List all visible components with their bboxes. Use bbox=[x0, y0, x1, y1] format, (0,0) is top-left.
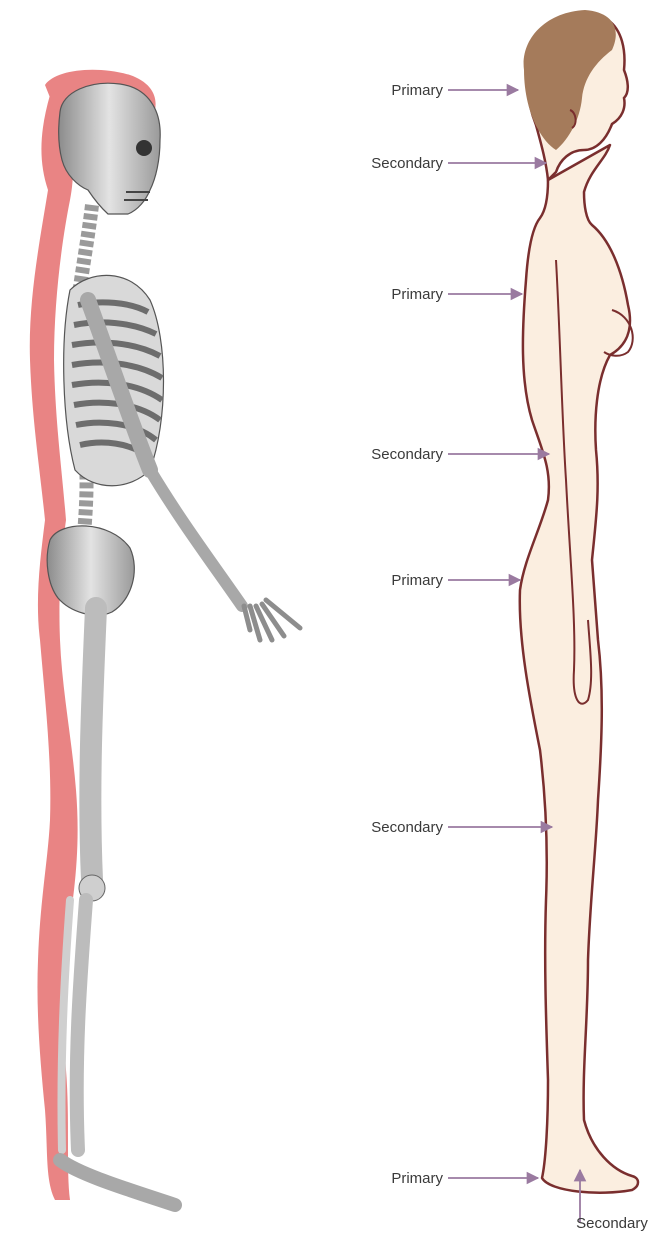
leg bbox=[60, 608, 175, 1205]
skull bbox=[59, 83, 161, 214]
skeleton-illustration bbox=[30, 70, 300, 1205]
label-neck-text: Secondary bbox=[371, 155, 443, 172]
label-upper-back: Primary bbox=[391, 286, 522, 303]
label-back-of-knee-text: Secondary bbox=[371, 819, 443, 836]
label-upper-back-text: Primary bbox=[391, 286, 443, 303]
body-silhouette bbox=[520, 145, 638, 1193]
label-sole-text: Secondary bbox=[576, 1215, 648, 1232]
label-neck: Secondary bbox=[371, 155, 546, 172]
label-buttocks-text: Primary bbox=[391, 572, 443, 589]
body-illustration bbox=[520, 10, 638, 1193]
label-heel: Primary bbox=[391, 1170, 538, 1187]
label-lower-back: Secondary bbox=[371, 446, 549, 463]
label-heel-text: Primary bbox=[391, 1170, 443, 1187]
label-head-text: Primary bbox=[391, 82, 443, 99]
label-buttocks: Primary bbox=[391, 572, 520, 589]
label-head: Primary bbox=[391, 82, 518, 99]
label-lower-back-text: Secondary bbox=[371, 446, 443, 463]
head bbox=[524, 10, 628, 180]
label-back-of-knee: Secondary bbox=[371, 819, 552, 836]
